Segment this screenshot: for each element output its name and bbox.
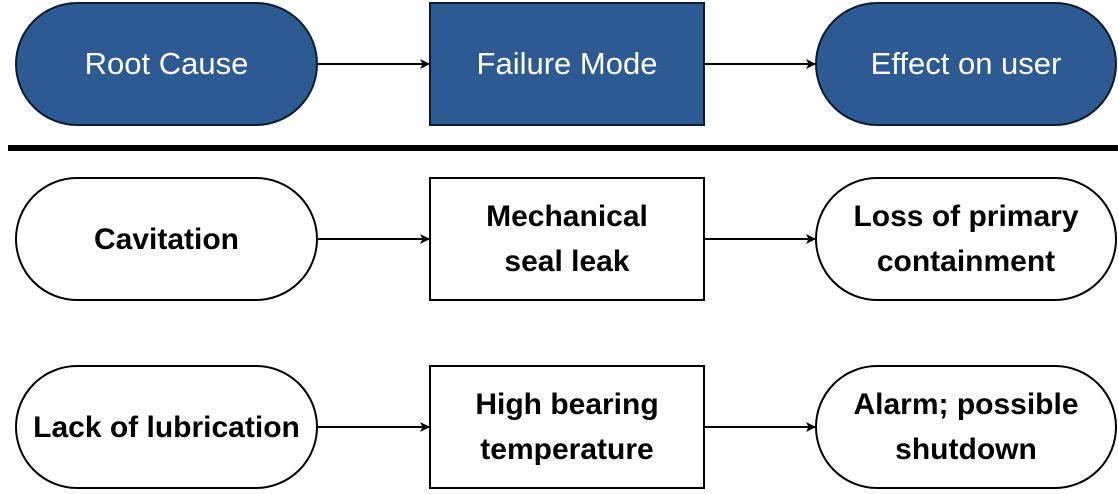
header-root-cause: Root Cause — [15, 2, 318, 126]
row1-effect: Loss of primary containment — [815, 177, 1117, 301]
row1-effect-label: Loss of primary containment — [853, 200, 1079, 278]
header-effect-on-user: Effect on user — [815, 2, 1117, 126]
row2-effect: Alarm; possible shutdown — [815, 365, 1117, 489]
header-root-cause-label: Root Cause — [84, 46, 249, 81]
row2-failure-mode: High bearing temperature — [429, 365, 705, 489]
row2-root-cause: Lack of lubrication — [15, 365, 318, 489]
row1-root-cause-label: Cavitation — [93, 222, 240, 256]
header-divider — [8, 145, 1118, 151]
row2-root-cause-label: Lack of lubrication — [33, 410, 300, 444]
row1-failure-mode: Mechanical seal leak — [429, 177, 705, 301]
row2-effect-label: Alarm; possible shutdown — [853, 388, 1079, 466]
row1-failure-mode-label: Mechanical seal leak — [486, 200, 648, 278]
row2-failure-mode-label: High bearing temperature — [475, 388, 659, 466]
header-effect-label: Effect on user — [870, 46, 1062, 81]
header-failure-mode-label: Failure Mode — [476, 46, 658, 81]
row1-root-cause: Cavitation — [15, 177, 318, 301]
header-failure-mode: Failure Mode — [429, 2, 705, 126]
